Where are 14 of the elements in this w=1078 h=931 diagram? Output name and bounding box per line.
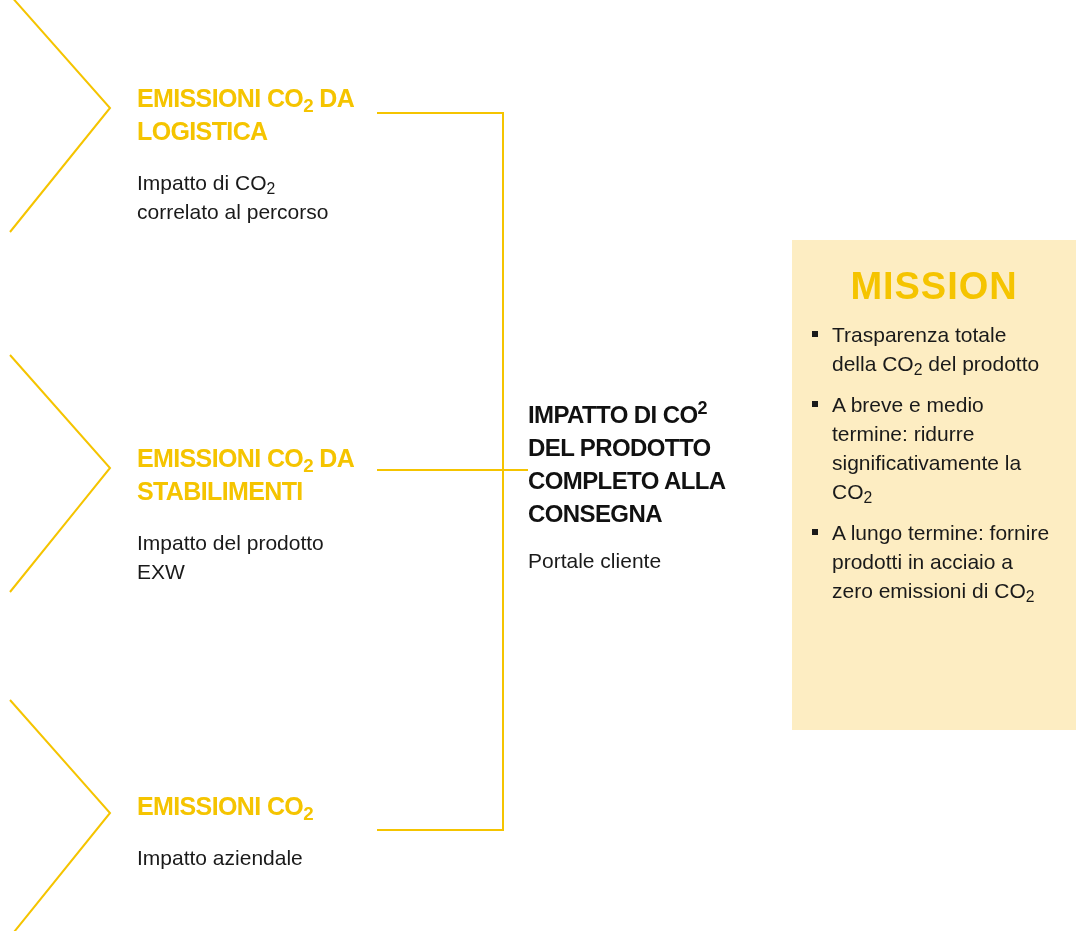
description-text: Impatto di CO$_{2}$ correlato al percorso (137, 170, 330, 225)
mission-heading: MISSION (850, 264, 1018, 308)
description-text: Impatto del prodotto EXW (137, 530, 325, 585)
mission-panel (792, 240, 1076, 730)
connector-line (376, 469, 529, 831)
description-text: Portale cliente (528, 548, 663, 574)
description-text: Impatto aziendale (137, 845, 304, 871)
section-heading: EMISSIONI CO$_{2}$ DA STABILIMENTI (137, 443, 355, 507)
bullet-item: A breve e medio termine: ridurre significativamente la CO$_{2}$ (812, 390, 1056, 506)
bullet-item: A lungo termine: fornire prodotti in acciaio a zero emissioni di CO$_{2}$ (812, 518, 1056, 605)
bullet-item: Trasparenza totale della CO$_{2}$ del prodotto (812, 320, 1056, 378)
result-heading: IMPATTO DI CO$^{2}$ DEL PRODOTTO COMPLETO ALLA CONSEGNA (528, 398, 727, 529)
section-heading: EMISSIONI CO$_{2}$ (137, 791, 314, 823)
section-heading: EMISSIONI CO$_{2}$ DA LOGISTICA (137, 83, 355, 147)
